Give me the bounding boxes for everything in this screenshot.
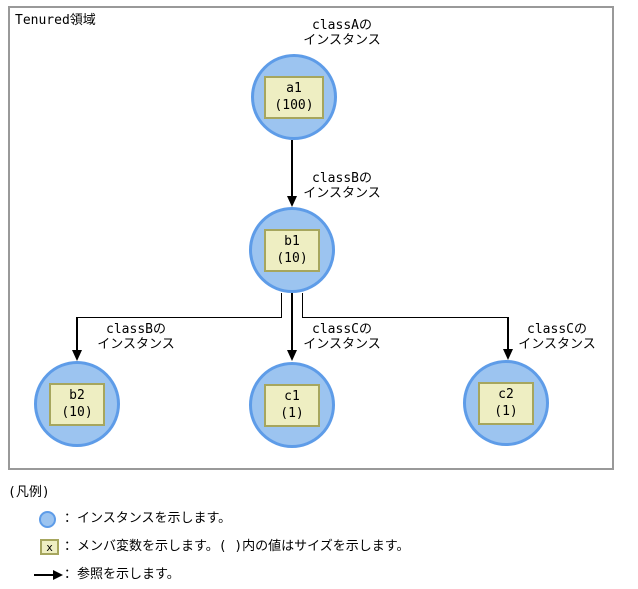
legend: (凡例) ：インスタンスを示します。 x ：メンバ変数を示します。( )内の値は…: [8, 485, 628, 585]
member-box-a1: a1 (100): [264, 75, 324, 119]
legend-item-text: ：参照を示します。: [64, 567, 180, 582]
legend-item-instance: ：インスタンスを示します。: [34, 509, 628, 529]
reference-stub-right: [302, 293, 303, 318]
instance-b1: b1 (10): [249, 207, 335, 293]
member-var-name: a1: [286, 80, 302, 96]
class-label-line: インスタンス: [303, 337, 381, 352]
reference-arrowhead-c2: [503, 349, 513, 360]
reference-arrowhead-b1: [287, 196, 297, 207]
reference-line-b1-c2-vertical: [507, 317, 509, 350]
reference-arrowhead-c1: [287, 350, 297, 361]
member-var-name: c1: [284, 388, 300, 404]
legend-icon-cell: x: [34, 539, 64, 555]
class-label-c1: classCの インスタンス: [277, 322, 407, 352]
class-label-line: classCの: [312, 322, 372, 337]
member-var-size: (1): [494, 403, 518, 419]
legend-item-member-variable: x ：メンバ変数を示します。( )内の値はサイズを示します。: [34, 537, 628, 557]
class-label-b1: classBの インスタンス: [277, 171, 407, 201]
class-label-c2: classCの インスタンス: [492, 322, 622, 352]
tenured-region-frame: Tenured領域: [8, 6, 614, 470]
tenured-region-label: Tenured領域: [15, 13, 96, 28]
instance-c1: c1 (1): [249, 362, 335, 448]
member-variable-icon: x: [40, 539, 59, 555]
member-box-b1: b1 (10): [264, 228, 320, 272]
instance-b2: b2 (10): [34, 361, 120, 447]
legend-item-text: ：インスタンスを示します。: [64, 511, 232, 526]
legend-item-text: ：メンバ変数を示します。( )内の値はサイズを示します。: [64, 539, 410, 554]
member-var-name: b1: [284, 233, 300, 249]
legend-icon-cell: [34, 510, 64, 528]
reference-line-b1-c2-horizontal: [302, 317, 509, 318]
member-var-name: b2: [69, 387, 85, 403]
reference-line-b1-c1: [291, 293, 293, 350]
member-var-size: (10): [276, 250, 308, 266]
class-label-line: インスタンス: [303, 186, 381, 201]
member-box-b2: b2 (10): [49, 382, 105, 426]
member-var-size: (10): [61, 404, 93, 420]
instance-a1: a1 (100): [251, 54, 337, 140]
member-box-c1: c1 (1): [264, 383, 320, 427]
class-label-line: classCの: [527, 322, 587, 337]
class-label-line: classBの: [312, 171, 372, 186]
member-variable-icon-label: x: [46, 540, 53, 554]
member-var-name: c2: [498, 386, 514, 402]
class-label-line: classAの: [312, 18, 372, 33]
instance-circle-icon: [39, 510, 56, 528]
reference-line-b1-b2-horizontal: [77, 317, 282, 318]
class-label-a1: classAの インスタンス: [277, 18, 407, 48]
member-box-c2: c2 (1): [478, 381, 534, 425]
class-label-line: インスタンス: [97, 337, 175, 352]
class-label-b2: classBの インスタンス: [71, 322, 201, 352]
member-var-size: (100): [274, 97, 314, 113]
instance-c2: c2 (1): [463, 360, 549, 446]
reference-line-a1-b1: [291, 140, 293, 197]
class-label-line: classBの: [106, 322, 166, 337]
reference-line-b1-b2-vertical: [76, 317, 78, 350]
class-label-line: インスタンス: [518, 337, 596, 352]
member-var-size: (1): [280, 405, 304, 421]
reference-arrow-icon: [34, 570, 63, 580]
reference-arrowhead-b2: [72, 350, 82, 361]
legend-title: (凡例): [8, 485, 50, 500]
class-label-line: インスタンス: [303, 33, 381, 48]
legend-item-reference: ：参照を示します。: [34, 565, 628, 585]
legend-icon-cell: [34, 570, 64, 580]
reference-stub-left: [281, 293, 282, 318]
